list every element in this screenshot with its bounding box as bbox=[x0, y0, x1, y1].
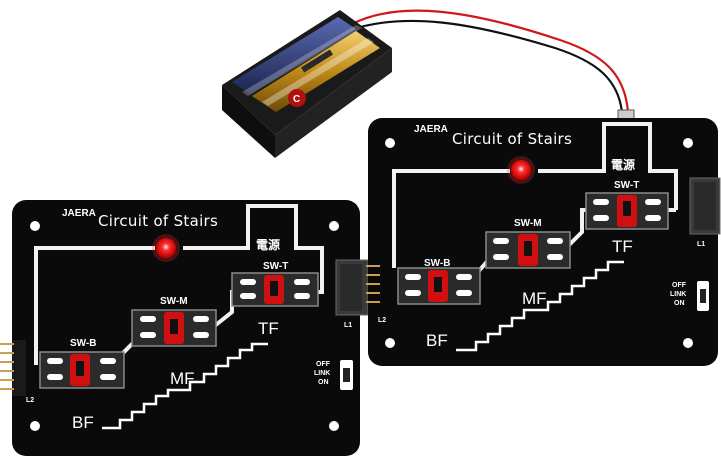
switch-top-label: SW-T bbox=[614, 180, 639, 191]
board-left: JAERA Circuit of Stairs 電源 SW-T SW-M bbox=[0, 200, 369, 456]
mode-link-label: LINK bbox=[670, 291, 686, 298]
battery-cell-label: C bbox=[293, 94, 300, 105]
mode-off-label: OFF bbox=[316, 361, 331, 368]
floor-label-bottom: BF bbox=[72, 413, 94, 432]
board-title: Circuit of Stairs bbox=[98, 212, 218, 230]
connector-left-label: L2 bbox=[378, 317, 386, 324]
battery-brand-badge bbox=[288, 89, 306, 107]
battery-cell-blue bbox=[232, 17, 356, 94]
brand-label: JAERA bbox=[414, 124, 448, 135]
floor-label-middle: MF bbox=[522, 289, 547, 308]
connector-right-socket[interactable] bbox=[335, 259, 369, 316]
mode-link-label: LINK bbox=[314, 370, 330, 377]
switch-bottom[interactable] bbox=[397, 267, 481, 305]
brand-label: JAERA bbox=[62, 208, 96, 219]
battery-pack: C bbox=[222, 10, 392, 158]
connector-left-label: L2 bbox=[26, 397, 34, 404]
floor-label-top: TF bbox=[612, 237, 633, 256]
connector-right-label: L1 bbox=[697, 241, 705, 248]
switch-middle-label: SW-M bbox=[160, 296, 188, 307]
trace-top bbox=[392, 122, 678, 268]
connector-left-pins[interactable] bbox=[0, 340, 26, 396]
connector-right-label: L1 bbox=[344, 322, 352, 329]
switch-middle[interactable] bbox=[131, 309, 217, 347]
battery-cell-gold bbox=[252, 31, 380, 112]
switch-bottom-label: SW-B bbox=[70, 338, 96, 349]
switch-top[interactable] bbox=[231, 272, 319, 307]
led-light bbox=[156, 238, 176, 258]
floor-label-middle: MF bbox=[170, 369, 195, 388]
link-pins bbox=[366, 265, 380, 303]
mode-off-label: OFF bbox=[672, 282, 687, 289]
mode-switch[interactable] bbox=[697, 281, 709, 311]
floor-label-bottom: BF bbox=[426, 331, 448, 350]
switch-bottom-label: SW-B bbox=[424, 258, 450, 269]
power-label: 電源 bbox=[611, 157, 635, 172]
connector-right-socket[interactable] bbox=[689, 177, 721, 235]
black-wire bbox=[349, 19, 624, 113]
red-wire bbox=[351, 9, 630, 113]
switch-middle-label: SW-M bbox=[514, 218, 542, 229]
staircase bbox=[102, 342, 268, 430]
switch-bottom[interactable] bbox=[39, 351, 125, 389]
led-light bbox=[511, 160, 531, 180]
board-title: Circuit of Stairs bbox=[452, 130, 572, 148]
switch-top[interactable] bbox=[585, 192, 669, 230]
switch-middle[interactable] bbox=[485, 231, 571, 269]
switch-top-label: SW-T bbox=[263, 261, 288, 272]
board-right: JAERA Circuit of Stairs 電源 SW-T SW-M bbox=[368, 118, 721, 366]
floor-label-top: TF bbox=[258, 319, 279, 338]
mode-on-label: ON bbox=[674, 300, 685, 307]
trace-top bbox=[34, 204, 324, 365]
power-label: 電源 bbox=[256, 237, 280, 252]
staircase bbox=[456, 260, 624, 352]
mode-on-label: ON bbox=[318, 379, 329, 386]
mode-switch[interactable] bbox=[340, 360, 353, 390]
